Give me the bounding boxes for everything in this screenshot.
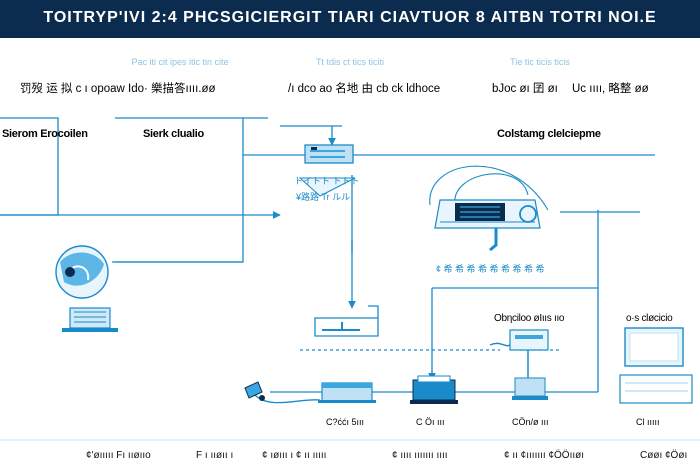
transmitter-caption-2: ¥路路 Tr ルル [296, 192, 351, 202]
transmitter-caption: トイトト トトト [294, 176, 360, 186]
connector-cloud-loop [454, 173, 529, 206]
cloud-caption: ¢ 希 希 希 希 希 希 希 希 希 [436, 264, 545, 274]
monitor-icon [619, 327, 693, 404]
subtitle-middle: Tt tdis ct tics ticiti [315, 57, 384, 67]
page-title: TOITRYP'IVI 2:4 PHCSGICIERGIT TIARI CIAV… [43, 9, 657, 26]
connector-cloud-loop-2 [429, 165, 549, 211]
subtitle-left: Pac iti cit ipes itic tin cite [131, 57, 229, 67]
transmitter-icon [298, 177, 356, 197]
subtitle-right: Tie tic ticis ticis [510, 57, 570, 67]
monitor-label: o·s cløcicio [626, 313, 673, 324]
device-label: Obηciloo øIııs ııo [494, 313, 565, 324]
component-label-2: C Öı ııı [416, 417, 445, 427]
header-bar: TOITRYP'IVI 2:4 PHCSGICIERGIT TIARI CIAV… [0, 0, 700, 38]
footer-label-3: ¢ ıøııı ı ¢ ıı ııııı [262, 450, 327, 461]
component-label-4: Cl ııııı [636, 417, 660, 427]
router-icon [314, 305, 379, 337]
column-header-2: /ı dco ao 名地 由 cb ck ldhoce [288, 83, 441, 95]
camera-icon [244, 381, 265, 401]
footer-label-1: ¢'øııııı Fı ııøııo [86, 450, 151, 461]
laptop-icon [62, 307, 118, 332]
footer-label-5: ¢ ıı ¢ııııııı ¢ÖÖııøı [504, 450, 585, 461]
switch-icon [489, 329, 549, 400]
column-header-1: 罚歿 运 拟 c ı opoaw Ido· 樂描答ıııı.øø [20, 83, 216, 95]
column-header-4: Uc ıııı, 略整 øø [572, 83, 649, 95]
node-label-cloud-component: Colstamg clelciepme [497, 128, 601, 140]
printer-icon [410, 375, 458, 404]
footer-label-6: Cøøı ¢Öøı [640, 450, 688, 461]
node-label-server-ecosystem: Sierom Erocoilen [2, 128, 88, 140]
database-icon [318, 382, 376, 403]
server-rack-icon [304, 144, 354, 164]
column-header-3: bJoc øı 囝 øı [492, 83, 558, 95]
cloud-tunnel-icon [434, 199, 541, 252]
node-label-sierk-cluster: Sierk clualio [143, 128, 204, 140]
footer-label-4: ¢ ıııı ııııııı ıııı [392, 450, 448, 461]
footer-label-2: F ı ııøıı ı [196, 450, 234, 461]
component-label-1: C?ććı 5ııı [326, 417, 365, 427]
globe-icon [55, 245, 109, 299]
component-label-3: CÖn/ø ııı [512, 417, 549, 427]
